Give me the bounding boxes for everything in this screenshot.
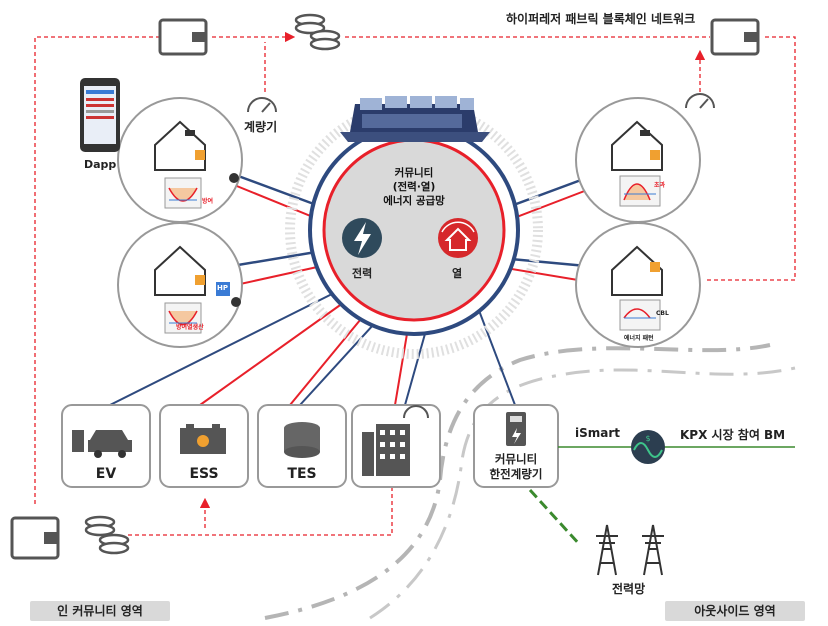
diagram-title: 하이퍼레저 패브릭 블록체인 네트워크 bbox=[506, 12, 696, 26]
region-divider bbox=[264, 343, 771, 620]
kpx-label: KPX 시장 참여 BM bbox=[680, 428, 786, 442]
svg-text:$: $ bbox=[645, 434, 650, 443]
mid-left-graph-label: 방여열생산 bbox=[176, 324, 204, 331]
house-mid-right bbox=[575, 222, 701, 348]
center-title-line2: (전력·열) bbox=[392, 181, 436, 193]
outside-region-tag: 아웃사이드 영역 bbox=[665, 601, 805, 621]
ess-box bbox=[159, 404, 249, 488]
inner-region-tag: 인 커뮤니티 영역 bbox=[30, 601, 170, 621]
center-title-line3: 에너지 공급망 bbox=[383, 195, 445, 207]
heat-label: 열 bbox=[452, 267, 463, 280]
community-meter-line1: 커뮤니티 bbox=[494, 452, 538, 466]
wallet-icon-right bbox=[710, 18, 760, 56]
community-meter-line2: 한전계량기 bbox=[489, 467, 543, 481]
ismart-connection: $ bbox=[558, 430, 795, 464]
grid-connection bbox=[528, 488, 582, 547]
wallet-icon-bottom bbox=[10, 516, 60, 560]
meter-gauge-icon bbox=[247, 97, 277, 113]
mid-right-caption: 에너지 패턴 bbox=[624, 335, 654, 342]
grid-label: 전력망 bbox=[612, 582, 646, 596]
region-divider-2 bbox=[369, 366, 796, 620]
coins-icon bbox=[294, 13, 341, 51]
mid-right-graph-label: CBL bbox=[656, 310, 669, 317]
meter-gauge-icon-right bbox=[685, 93, 715, 109]
house-top-right bbox=[575, 97, 701, 223]
center-title-line1: 커뮤니티 bbox=[394, 167, 434, 179]
smartphone-icon bbox=[80, 78, 120, 152]
ismart-label: iSmart bbox=[575, 426, 621, 440]
power-label: 전력 bbox=[352, 267, 373, 280]
coins-icon-bottom bbox=[84, 515, 130, 555]
power-lightning-icon bbox=[342, 218, 382, 258]
wallet-icon bbox=[158, 18, 208, 56]
ev-box bbox=[61, 404, 151, 488]
mid-left-badge: HP bbox=[217, 284, 228, 292]
center-hub bbox=[285, 101, 543, 359]
dapp-label: Dapp bbox=[84, 158, 117, 171]
community-meter-label: 커뮤니티 한전계량기 bbox=[474, 452, 558, 482]
building-box bbox=[351, 404, 441, 488]
tes-label: TES bbox=[287, 466, 317, 482]
community-meter-box bbox=[473, 404, 559, 488]
top-right-graph-label: 초과 bbox=[654, 182, 666, 189]
house-mid-left bbox=[117, 222, 243, 348]
ess-label: ESS bbox=[189, 466, 219, 482]
house-top-left bbox=[117, 97, 243, 223]
center-title: 커뮤니티 (전력·열) 에너지 공급망 bbox=[344, 166, 484, 208]
transmission-tower-icon bbox=[596, 524, 664, 576]
meter-label: 계량기 bbox=[244, 120, 278, 134]
ev-label: EV bbox=[95, 466, 117, 482]
blockchain-network-lines bbox=[34, 31, 796, 536]
heat-house-icon bbox=[438, 218, 478, 258]
top-left-graph-label: 방여 bbox=[202, 198, 214, 205]
tes-box bbox=[257, 404, 347, 488]
control-room-icon bbox=[340, 96, 490, 142]
